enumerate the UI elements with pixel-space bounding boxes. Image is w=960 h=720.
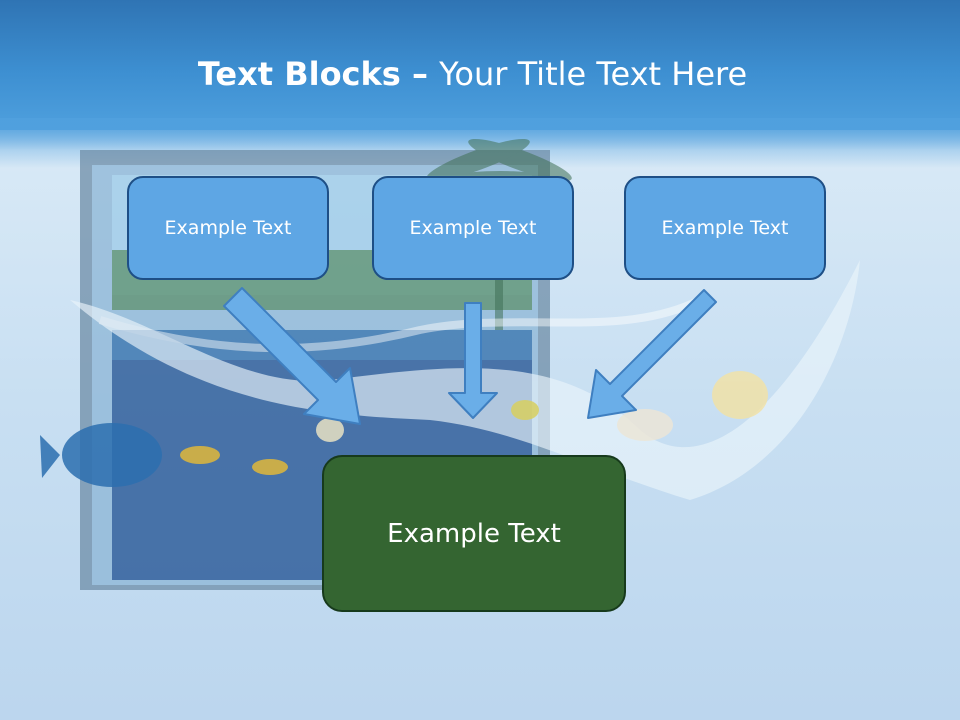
source-box-center-label: Example Text (409, 217, 537, 239)
arrow-left-to-target (223, 287, 361, 425)
source-box-center[interactable]: Example Text (372, 176, 574, 280)
source-box-right-label: Example Text (661, 217, 789, 239)
slide-title: Text Blocks – Your Title Text Here (0, 52, 945, 96)
fish-illustration (40, 371, 768, 487)
source-box-left-label: Example Text (164, 217, 292, 239)
title-bold: Text Blocks (197, 55, 401, 93)
target-box-label: Example Text (387, 518, 561, 549)
arrow-right-to-target (587, 289, 717, 419)
title-band (0, 0, 960, 130)
source-box-right[interactable]: Example Text (624, 176, 826, 280)
target-box[interactable]: Example Text (322, 455, 626, 612)
source-box-left[interactable]: Example Text (127, 176, 329, 280)
title-separator: – (400, 55, 440, 93)
title-rest: Your Title Text Here (439, 55, 748, 93)
arrow-center-to-target (448, 302, 498, 419)
